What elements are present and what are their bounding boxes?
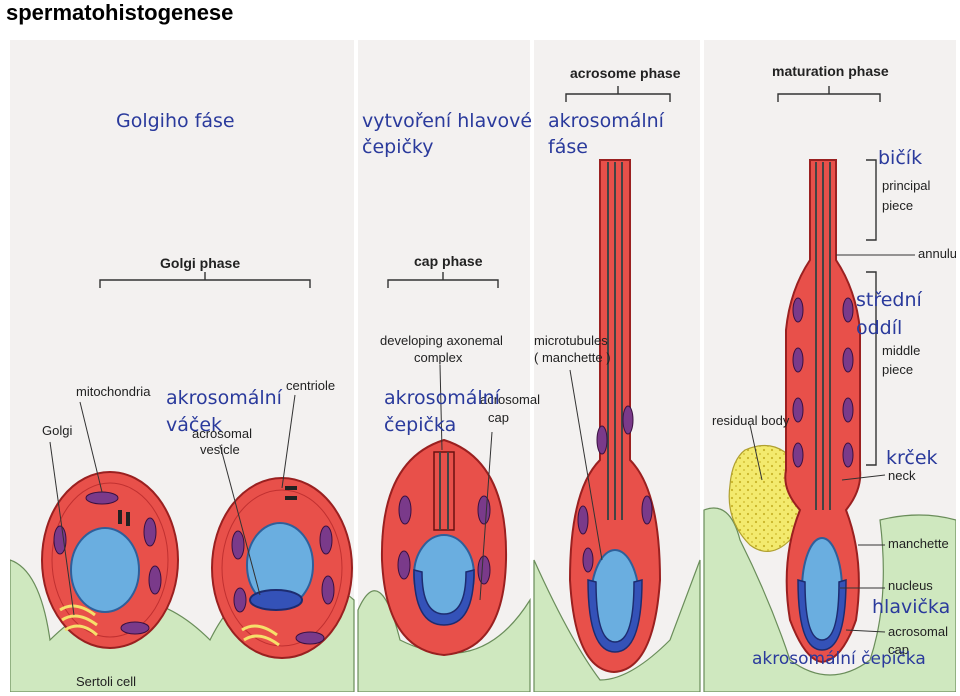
cz-cap-phase-1: vytvoření hlavové [362,110,532,132]
cz-neck: krček [886,447,938,469]
bracket-golgi [99,272,311,288]
label-developing-1: developing axonemal [380,333,503,348]
label-manchette: manchette [888,536,949,551]
sertoli-cell [357,590,531,692]
cz-cap-phase-2: čepičky [362,136,434,158]
maturation-phase-cell [784,159,862,664]
cz-acro-cap: akrosomální čepička [752,649,926,669]
leader-neck [841,474,886,481]
label-golgi: Golgi [42,423,72,438]
label-annulus: annulus [918,246,956,261]
label-principal-1: principal [882,178,931,193]
cz-cap-1: akrosomální [384,387,501,409]
bracket-middle [866,271,877,466]
acrosome-phase-cell [568,159,662,674]
cz-vesicle-1: akrosomální [166,387,283,409]
label-sertoli-cell: Sertoli cell [76,674,136,689]
sertoli-cell [703,507,956,692]
bracket-principal [866,159,877,241]
cz-middle-2: oddíl [856,317,902,339]
leader-mito [79,401,103,493]
label-acrosomal-cap-r1: acrosomal [888,624,948,639]
spermiogenesis-figure: Golgi phase cap phase acrosome phase mat… [10,40,956,692]
label-residual-body: residual body [712,413,790,428]
cz-acrosome-phase-2: fáse [548,136,588,158]
bracket-cap [387,272,499,288]
phase-label-acrosome: acrosome phase [570,65,681,81]
bracket-maturation [777,86,881,102]
label-centriole: centriole [286,378,335,393]
bracket-acrosome [565,86,671,102]
leader-acro-cap [479,431,493,601]
phase-label-golgi: Golgi phase [160,255,240,271]
label-developing-2: complex [414,350,463,365]
label-microtubules-1: microtubules [534,333,608,348]
phase-label-cap: cap phase [414,253,483,269]
cz-golgi-phase: Golgiho fáse [116,110,235,132]
leader-golgi [49,441,75,616]
label-mitochondria: mitochondria [76,384,151,399]
label-acrosomal-vesicle-2: vesicle [200,442,240,457]
label-middle-2: piece [882,362,913,377]
leader-microtubules [569,369,603,561]
golgi-cell-2 [211,477,353,659]
label-acrosomal-cap-2: cap [488,410,509,425]
cz-vesicle-2: váček [166,414,222,436]
label-microtubules-2: ( manchette ) [534,350,611,365]
label-acrosomal-vesicle-1: acrosomal [192,426,252,441]
leader-vesicle [219,444,261,596]
cz-head: hlavička [872,596,950,618]
sertoli-cell [533,559,701,692]
cz-acrosome-phase-1: akrosomální [548,110,665,132]
label-nucleus: nucleus [888,578,933,593]
label-neck: neck [888,468,916,483]
leader-residual [749,424,763,481]
label-middle-1: middle [882,343,920,358]
label-acrosomal-cap-1: acrosomal [480,392,540,407]
leader-acrosomal-cap-r [845,629,886,633]
label-principal-2: piece [882,198,913,213]
leader-developing [439,364,443,451]
slide-title: spermatohistogenese [6,0,234,25]
cap-phase-cell [380,438,508,657]
cz-middle-1: střední [856,289,923,311]
golgi-cell-1 [41,471,179,649]
label-acrosomal-cap-r2: cap [888,642,909,657]
cz-flagellum: bičík [878,147,922,169]
phase-label-maturation: maturation phase [772,63,889,79]
cz-cap-2: čepička [384,414,456,436]
leader-centriole [281,394,296,489]
